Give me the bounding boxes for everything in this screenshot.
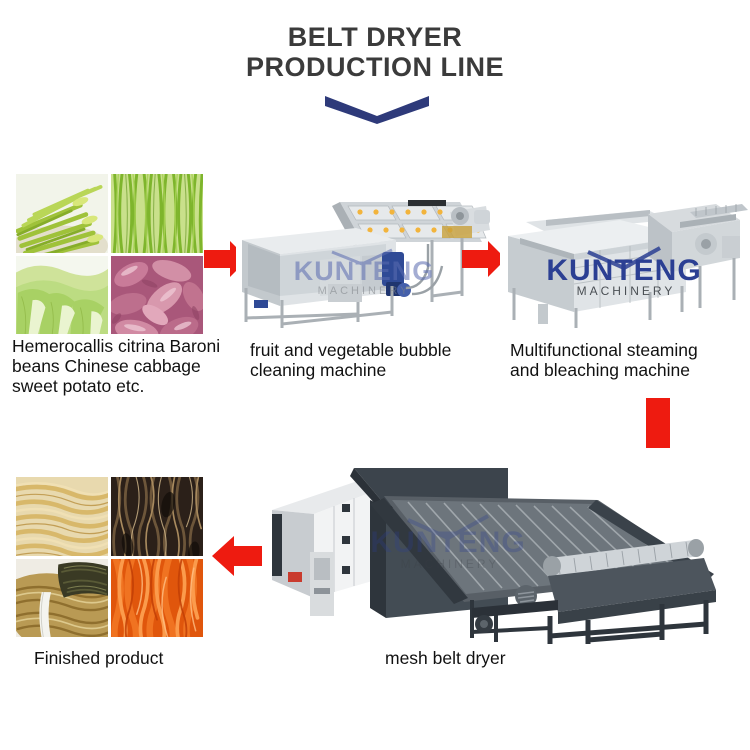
mesh-belt-dryer-caption: mesh belt dryer bbox=[385, 648, 506, 668]
daylily-buds-photo bbox=[16, 174, 108, 253]
bubble-cleaning-machine-photo: KUNTENG MACHINERY bbox=[236, 196, 494, 332]
finished-product-photo-grid bbox=[16, 477, 203, 637]
long-beans-photo bbox=[111, 174, 203, 253]
dried-dark-beans-photo bbox=[111, 477, 203, 556]
svg-text:MACHINERY: MACHINERY bbox=[401, 557, 500, 571]
steaming-bleaching-caption: Multifunctional steaming and bleaching m… bbox=[510, 340, 698, 380]
chinese-cabbage-photo bbox=[16, 255, 108, 334]
arrow-cleaning-to-steaming bbox=[462, 241, 506, 277]
mesh-belt-dryer-photo: KUNTENG MACHINERY bbox=[258, 448, 728, 644]
arrow-dryer-to-finished bbox=[212, 536, 262, 576]
bubble-cleaning-caption: fruit and vegetable bubble cleaning mach… bbox=[250, 340, 452, 380]
sweet-potato-photo bbox=[111, 255, 203, 334]
raw-material-photo-grid bbox=[16, 174, 203, 334]
steaming-bleaching-machine-photo: KUNTENG MACHINERY bbox=[500, 196, 750, 332]
dried-orange-strips-photo bbox=[111, 558, 203, 637]
dried-bundled-vegetable-photo bbox=[16, 558, 108, 637]
raw-material-caption: Hemerocallis citrina Baroni beans Chines… bbox=[12, 336, 221, 396]
title-line-2: PRODUCTION LINE bbox=[245, 52, 504, 82]
svg-text:KUNTENG: KUNTENG bbox=[294, 256, 435, 286]
chevron-down-icon bbox=[325, 94, 429, 124]
svg-text:KUNTENG: KUNTENG bbox=[546, 254, 701, 287]
title-line-1: BELT DRYER bbox=[287, 22, 463, 52]
svg-text:MACHINERY: MACHINERY bbox=[318, 285, 411, 297]
dried-tan-strips-photo bbox=[16, 477, 108, 556]
page-title: BELT DRYER PRODUCTION LINE bbox=[0, 22, 750, 82]
svg-text:MACHINERY: MACHINERY bbox=[577, 284, 676, 298]
finished-product-caption: Finished product bbox=[34, 648, 164, 668]
svg-text:KUNTENG: KUNTENG bbox=[370, 526, 525, 559]
